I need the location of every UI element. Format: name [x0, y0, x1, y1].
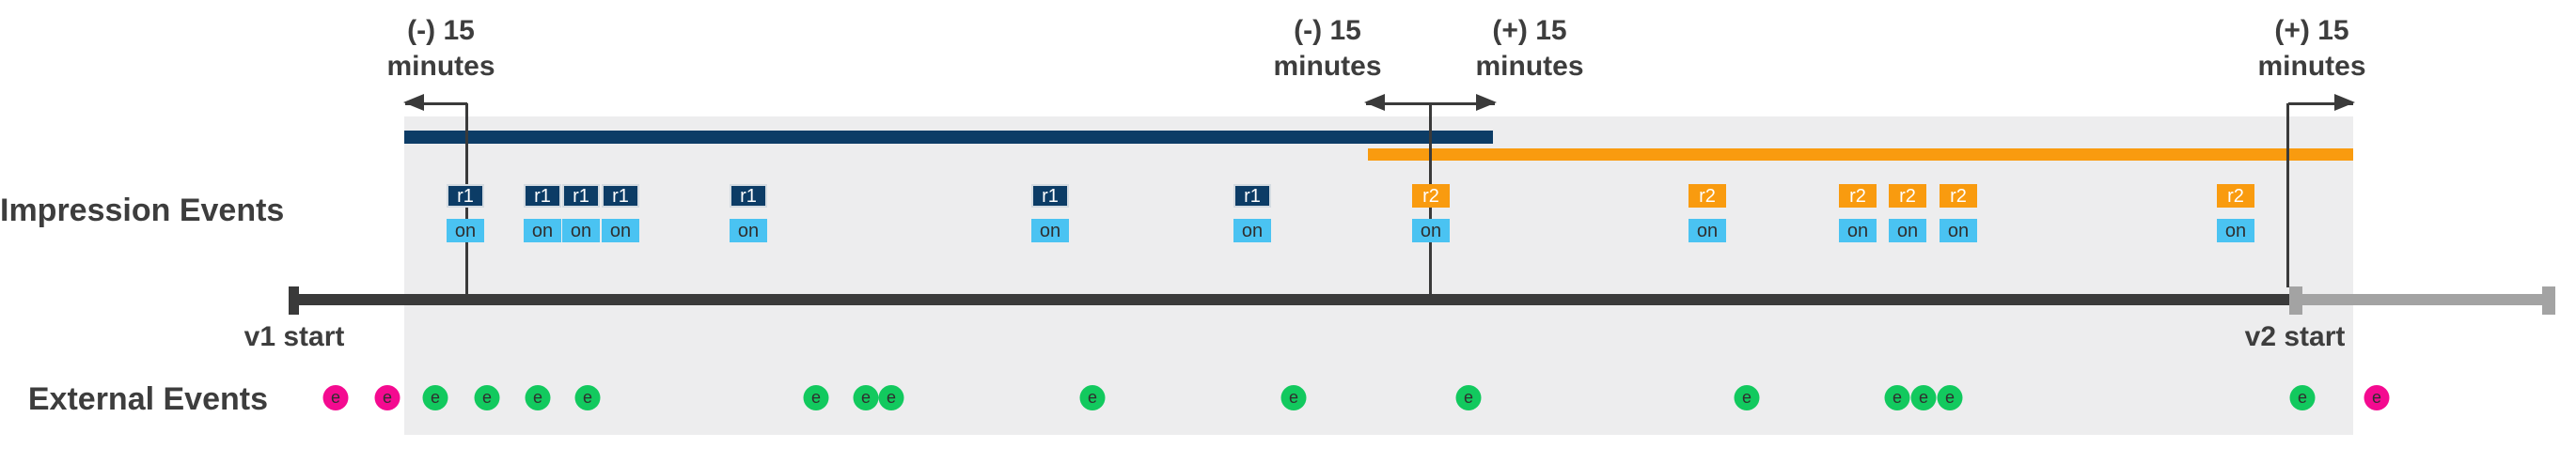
arrowhead-right-icon [2334, 94, 2355, 111]
impression-on-badge: on [562, 219, 600, 242]
impression-on-badge: on [447, 219, 484, 242]
impression-on-badge: on [602, 219, 639, 242]
arrowhead-right-icon [1476, 94, 1497, 111]
external-event-marker: e [422, 385, 448, 410]
arrowhead-left-icon [1364, 94, 1385, 111]
external-event-marker: e [1884, 385, 1910, 410]
impression-tag-r1: r1 [447, 184, 484, 208]
impression-on-badge: on [1940, 219, 1977, 242]
external-event-marker: e [853, 385, 879, 410]
impression-on-badge: on [730, 219, 767, 242]
offset-unit-line: minutes [1475, 51, 1584, 82]
external-event-marker: e [1455, 385, 1482, 410]
impression-tag-r1: r1 [1031, 184, 1069, 208]
offset-minutes-label: (-) 15 minutes [386, 13, 495, 85]
impression-on-badge: on [1839, 219, 1877, 242]
external-event-marker: e [878, 385, 904, 410]
impression-tag-r1: r1 [602, 184, 639, 208]
impression-on-badge: on [1412, 219, 1450, 242]
impression-on-badge: on [1889, 219, 1926, 242]
annotation-arrow-shaft [405, 102, 467, 105]
offset-minutes-label: (+) 15 minutes [1475, 13, 1583, 85]
offset-value-line: (+) 15 [1492, 15, 1567, 46]
annotation-arrow-shaft [2288, 102, 2353, 105]
impression-on-badge: on [1031, 219, 1069, 242]
external-event-marker: e [374, 385, 401, 410]
impression-tag-r1: r1 [730, 184, 767, 208]
offset-value-line: (-) 15 [1294, 15, 1361, 46]
impression-tag-r2: r2 [1839, 184, 1877, 208]
impression-tag-r2: r2 [1412, 184, 1450, 208]
r1-window-bar [404, 131, 1493, 144]
impression-tag-r2: r2 [1940, 184, 1977, 208]
external-event-marker: e [525, 385, 551, 410]
external-event-marker: e [1937, 385, 1963, 410]
impression-on-badge: on [524, 219, 561, 242]
impression-events-row-label: Impression Events [0, 193, 285, 228]
impression-tag-r2: r2 [1689, 184, 1726, 208]
offset-unit-line: minutes [1273, 51, 1382, 82]
annotation-connector-line [2286, 103, 2289, 287]
impression-tag-r1: r1 [524, 184, 561, 208]
external-event-marker: e [474, 385, 500, 410]
impression-tag-r2: r2 [2217, 184, 2254, 208]
impression-tag-r2: r2 [1889, 184, 1926, 208]
offset-value-line: (-) 15 [407, 15, 475, 46]
offset-unit-line: minutes [386, 51, 495, 82]
r2-window-bar [1368, 148, 2353, 161]
offset-value-line: (+) 15 [2274, 15, 2349, 46]
annotation-arrow-shaft [1366, 102, 1495, 105]
offset-minutes-label: (-) 15 minutes [1273, 13, 1381, 85]
external-event-marker: e [2289, 385, 2316, 410]
external-event-marker: e [803, 385, 829, 410]
external-event-marker: e [1910, 385, 1937, 410]
external-events-row-label: External Events [27, 381, 268, 417]
observation-window-panel [404, 116, 2353, 435]
arrowhead-left-icon [403, 94, 424, 111]
external-event-marker: e [574, 385, 601, 410]
impression-tag-r1: r1 [1233, 184, 1271, 208]
timeline-bar-v2-active [2302, 294, 2542, 305]
impression-tag-r1: r1 [562, 184, 600, 208]
v1-start-tick [289, 286, 299, 315]
offset-minutes-label: (+) 15 minutes [2257, 13, 2365, 85]
external-event-marker: e [2364, 385, 2390, 410]
v2-start-label: v2 start [2244, 321, 2346, 352]
offset-unit-line: minutes [2257, 51, 2366, 82]
external-event-marker: e [1280, 385, 1307, 410]
impression-on-badge: on [1689, 219, 1726, 242]
external-event-marker: e [322, 385, 349, 410]
timeline-bar-v1-active [293, 294, 2289, 305]
impression-on-badge: on [2217, 219, 2254, 242]
v1-start-label: v1 start [243, 321, 345, 352]
external-event-marker: e [1079, 385, 1106, 410]
end-tick [2542, 286, 2555, 315]
impression-on-badge: on [1233, 219, 1271, 242]
v2-start-tick [2289, 286, 2302, 315]
external-event-marker: e [1734, 385, 1760, 410]
